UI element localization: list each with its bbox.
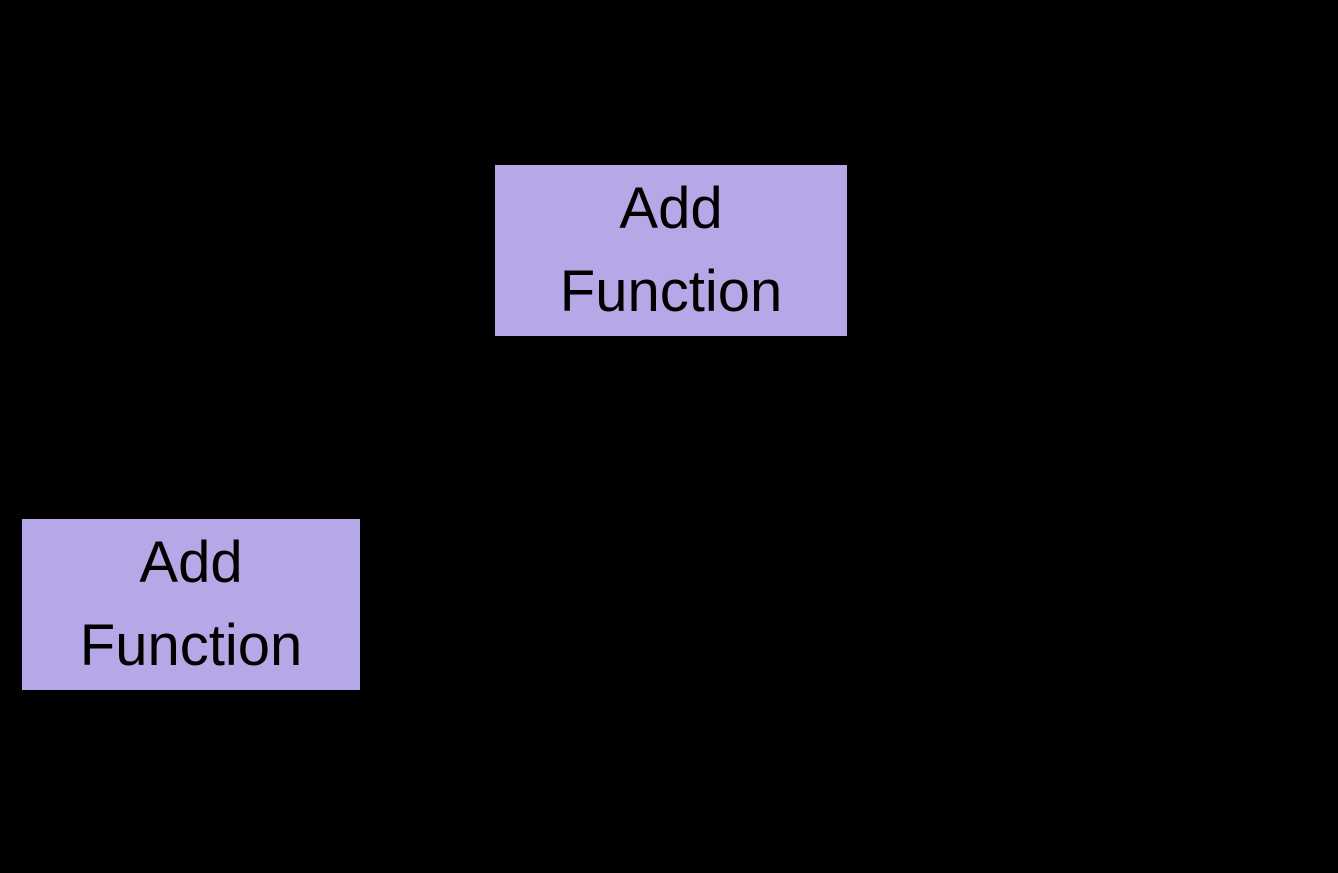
node-add-function-2-label-line1: Add	[139, 530, 243, 596]
node-add-function-2-label-line2: Function	[79, 612, 303, 678]
node-add-function-1-label-line1: Add	[619, 176, 723, 242]
node-add-function-2[interactable]: Add Function	[20, 517, 362, 692]
node-add-function-1[interactable]: Add Function	[493, 163, 849, 338]
node-add-function-1-label-line2: Function	[559, 258, 783, 324]
